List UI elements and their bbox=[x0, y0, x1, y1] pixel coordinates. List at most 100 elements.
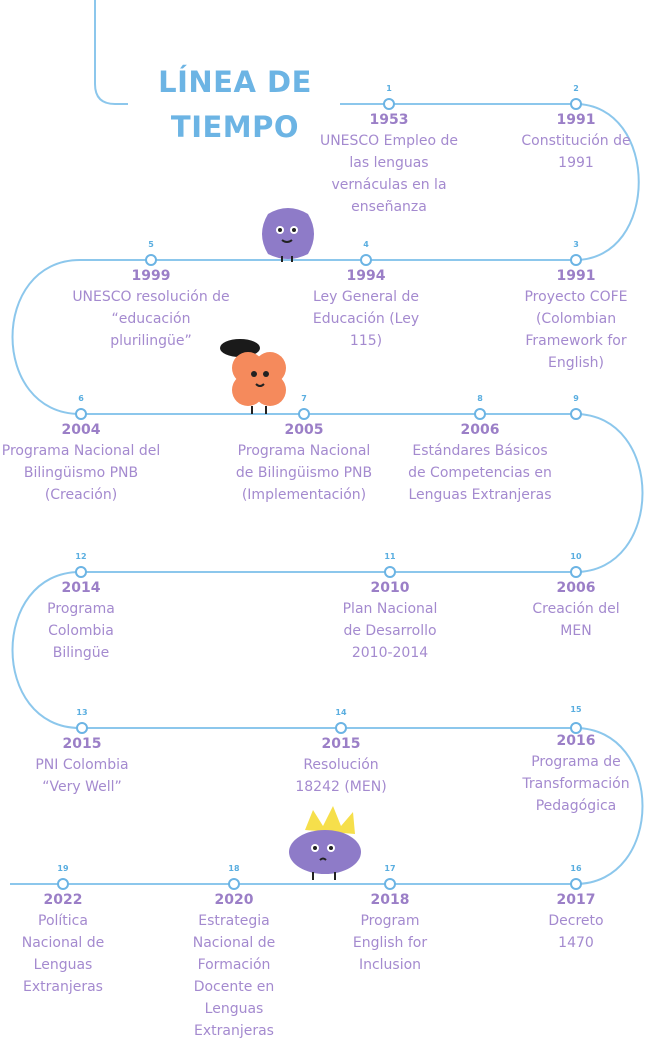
timeline-event: 9 bbox=[546, 394, 606, 424]
timeline-node bbox=[474, 408, 486, 420]
event-label: Estándares Básicos de Competencias en Le… bbox=[408, 443, 552, 503]
event-year: 2004 bbox=[61, 422, 101, 438]
timeline-node bbox=[384, 878, 396, 890]
event-number: 19 bbox=[57, 864, 69, 873]
event-label: Programa Colombia Bilingüe bbox=[47, 601, 115, 661]
timeline-node bbox=[383, 98, 395, 110]
timeline-node bbox=[228, 878, 240, 890]
event-year: 2020 bbox=[214, 892, 254, 908]
event-year: 2015 bbox=[321, 736, 361, 752]
event-year: 2010 bbox=[370, 580, 410, 596]
orange-beret-character-icon bbox=[220, 339, 286, 414]
event-label: Política Nacional de Lenguas Extranjeras bbox=[21, 913, 105, 995]
event-number: 2 bbox=[573, 84, 579, 93]
event-year: 1991 bbox=[556, 112, 596, 128]
event-number: 17 bbox=[384, 864, 396, 873]
event-label: UNESCO Empleo de las lenguas vernáculas … bbox=[319, 133, 459, 215]
timeline-node bbox=[335, 722, 347, 734]
event-label: Ley General de Educación (Ley 115) bbox=[312, 289, 420, 349]
purple-blob-character-icon bbox=[262, 208, 314, 262]
event-number: 11 bbox=[384, 552, 396, 561]
event-number: 14 bbox=[335, 708, 347, 717]
timeline-node bbox=[75, 566, 87, 578]
timeline-node bbox=[360, 254, 372, 266]
event-number: 15 bbox=[570, 704, 582, 714]
timeline-node bbox=[570, 566, 582, 578]
event-label: Estrategia Nacional de Formación Docente… bbox=[192, 913, 276, 1039]
event-year: 2006 bbox=[556, 580, 596, 596]
event-number: 13 bbox=[76, 708, 88, 717]
event-year: 2017 bbox=[556, 892, 596, 908]
event-year: 2018 bbox=[370, 892, 410, 908]
timeline-node bbox=[76, 722, 88, 734]
event-label: Constitución de 1991 bbox=[521, 133, 631, 171]
timeline-node bbox=[384, 566, 396, 578]
timeline-node bbox=[145, 254, 157, 266]
event-year: 2016 bbox=[556, 732, 596, 749]
event-number: 18 bbox=[228, 864, 240, 873]
timeline-node bbox=[298, 408, 310, 420]
event-label: Proyecto COFE (Colombian Framework for E… bbox=[524, 289, 628, 371]
event-label: UNESCO resolución de “educación plurilin… bbox=[72, 289, 230, 349]
event-label: Plan Nacional de Desarrollo 2010-2014 bbox=[342, 601, 438, 661]
event-label: Programa de Transformación Pedagógica bbox=[522, 753, 630, 814]
event-number: 5 bbox=[148, 240, 154, 249]
event-number: 12 bbox=[75, 552, 87, 561]
timeline-node bbox=[75, 408, 87, 420]
event-label: Creación del MEN bbox=[532, 601, 620, 639]
page-title: LÍNEA DE TIEMPO bbox=[150, 60, 320, 150]
event-year: 1953 bbox=[369, 112, 409, 128]
event-label: PNI Colombia “Very Well” bbox=[35, 757, 129, 795]
event-number: 7 bbox=[301, 394, 307, 403]
event-number: 16 bbox=[570, 864, 582, 873]
event-year: 2005 bbox=[284, 422, 324, 438]
event-number: 1 bbox=[386, 84, 392, 93]
event-number: 8 bbox=[477, 394, 483, 403]
event-label: Program English for Inclusion bbox=[352, 913, 428, 973]
purple-crown-character-icon bbox=[289, 806, 361, 880]
event-year: 2014 bbox=[61, 580, 101, 596]
title-line-1: LÍNEA DE bbox=[158, 65, 312, 99]
timeline-node bbox=[570, 98, 582, 110]
event-year: 2015 bbox=[62, 736, 102, 752]
title-line-2: TIEMPO bbox=[170, 110, 300, 144]
event-number: 10 bbox=[570, 552, 582, 561]
event-label: Programa Nacional del Bilingüismo PNB (C… bbox=[1, 443, 161, 503]
timeline-node bbox=[57, 878, 69, 890]
event-number: 6 bbox=[78, 394, 84, 403]
event-number: 4 bbox=[363, 240, 369, 249]
event-number: 3 bbox=[573, 240, 579, 249]
event-label: Programa Nacional de Bilingüismo PNB (Im… bbox=[235, 443, 373, 503]
event-number: 9 bbox=[573, 394, 579, 403]
event-year: 2006 bbox=[460, 422, 500, 438]
timeline-node bbox=[570, 722, 582, 734]
event-label: Decreto 1470 bbox=[548, 913, 604, 951]
timeline-node bbox=[570, 254, 582, 266]
timeline-node bbox=[570, 878, 582, 890]
event-year: 1999 bbox=[131, 268, 171, 284]
event-year: 1994 bbox=[346, 268, 386, 284]
event-year: 1991 bbox=[556, 268, 596, 284]
event-year: 2022 bbox=[43, 892, 83, 908]
event-label: Resolución 18242 (MEN) bbox=[295, 757, 387, 795]
